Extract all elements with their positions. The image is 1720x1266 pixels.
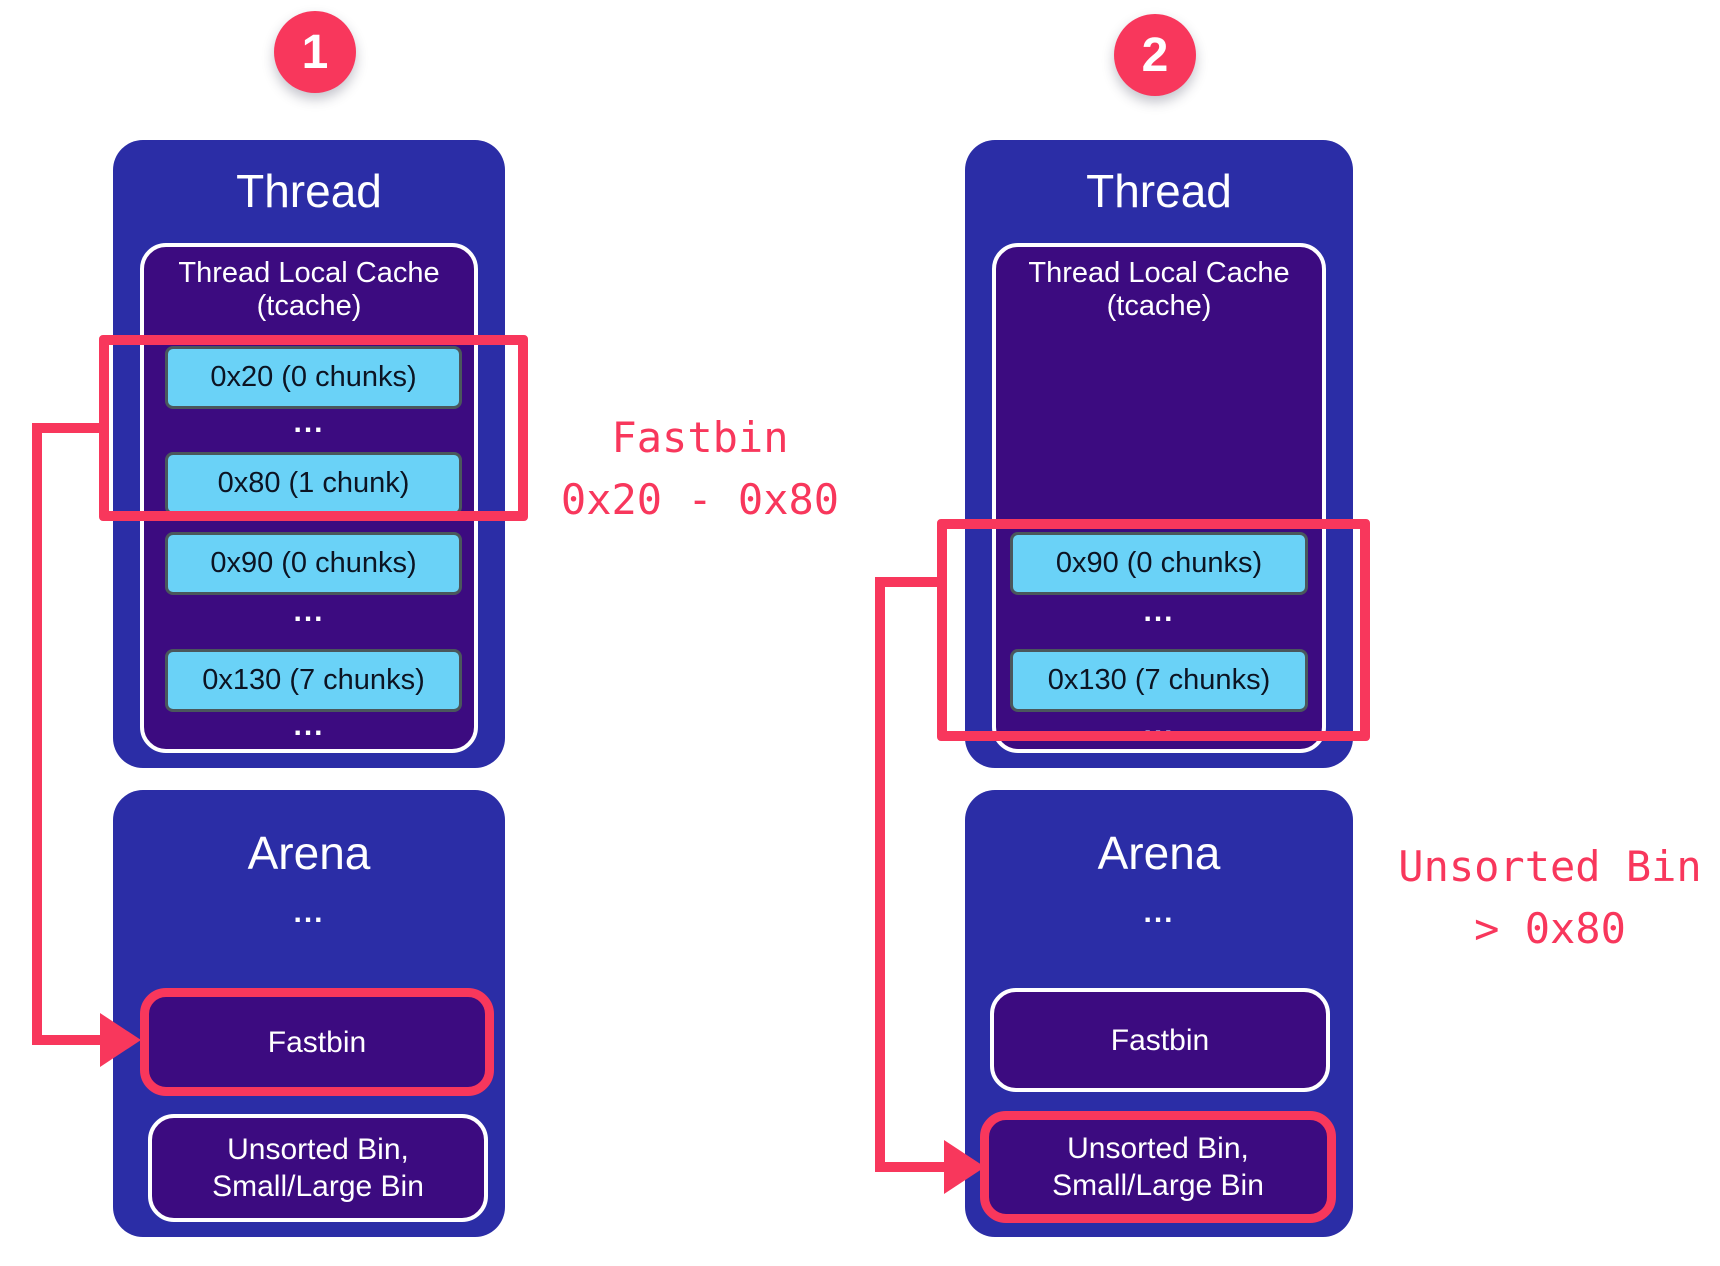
tcache-bin-0x130: 0x130 (7 chunks)	[165, 649, 462, 712]
fastbin-range-highlight	[99, 335, 528, 521]
arrow-line	[875, 577, 941, 587]
tcache-title-2: Thread Local Cache (tcache)	[996, 257, 1322, 323]
tcache-ellipsis: ...	[293, 595, 325, 628]
fastbin-slot-1-highlighted: Fastbin	[140, 988, 494, 1096]
annotation-line1: Fastbin	[611, 413, 789, 462]
fastbin-label: Fastbin	[267, 1025, 367, 1059]
unsorted-bin-slot-1: Unsorted Bin, Small/Large Bin	[148, 1114, 488, 1222]
arena-box-1: Arena ... Fastbin Unsorted Bin, Small/La…	[113, 790, 505, 1237]
arena-ellipsis: ...	[293, 896, 325, 929]
step-badge-1: 1	[274, 11, 356, 93]
unsorted-label-line1: Unsorted Bin,	[1067, 1132, 1249, 1165]
arena-title-1: Arena	[247, 827, 371, 879]
fastbin-slot-2: Fastbin	[990, 988, 1330, 1092]
tcache-ellipsis: ...	[293, 709, 325, 742]
unsorted-bin-slot-2-highlighted: Unsorted Bin, Small/Large Bin	[980, 1111, 1336, 1223]
tcache-title-1: Thread Local Cache (tcache)	[144, 257, 474, 323]
arena-title-2: Arena	[1097, 827, 1221, 879]
step-badge-2: 2	[1114, 14, 1196, 96]
tcache-box-2: Thread Local Cache (tcache) 0x90 (0 chun…	[992, 243, 1326, 753]
unsorted-range-highlight	[937, 519, 1370, 741]
tcache-box-1: Thread Local Cache (tcache) 0x20 (0 chun…	[140, 243, 478, 753]
unsorted-label-line2: Small/Large Bin	[1052, 1169, 1264, 1202]
unsorted-label-line2: Small/Large Bin	[212, 1170, 424, 1203]
annotation-line2: 0x20 - 0x80	[560, 475, 840, 524]
arrow-head-icon	[944, 1140, 985, 1194]
tcache-bin-0x20: 0x20 (0 chunks)	[165, 346, 462, 409]
thread-box-2: Thread Thread Local Cache (tcache) 0x90 …	[965, 140, 1353, 768]
arrow-head-icon	[100, 1013, 141, 1067]
arena-box-2: Arena ... Fastbin Unsorted Bin, Small/La…	[965, 790, 1353, 1237]
tcache-title-line2: (tcache)	[256, 290, 362, 322]
arrow-line	[875, 577, 885, 1172]
tcache-bin-0x90: 0x90 (0 chunks)	[1010, 532, 1308, 595]
arrow-line	[32, 1035, 102, 1045]
fastbin-annotation: Fastbin 0x20 - 0x80	[505, 407, 895, 531]
tcache-ellipsis: ...	[293, 406, 325, 439]
arena-ellipsis: ...	[1143, 896, 1175, 929]
tcache-title-line1: Thread Local Cache	[178, 257, 440, 289]
tcache-bin-0x130: 0x130 (7 chunks)	[1010, 649, 1308, 712]
arrow-line	[875, 1162, 947, 1172]
tcache-bin-0x90: 0x90 (0 chunks)	[165, 532, 462, 595]
thread-title-2: Thread	[1086, 165, 1232, 217]
tcache-title-line2: (tcache)	[1106, 290, 1212, 322]
unsorted-label-line1: Unsorted Bin,	[227, 1133, 409, 1166]
annotation-line2: > 0x80	[1474, 904, 1626, 953]
thread-box-1: Thread Thread Local Cache (tcache) 0x20 …	[113, 140, 505, 768]
thread-title-1: Thread	[236, 165, 382, 217]
arrow-line	[32, 423, 102, 433]
unsorted-bin-annotation: Unsorted Bin > 0x80	[1360, 836, 1720, 960]
annotation-line1: Unsorted Bin	[1398, 842, 1702, 891]
tcache-title-line1: Thread Local Cache	[1028, 257, 1290, 289]
arrow-line	[32, 423, 42, 1045]
tcache-ellipsis: ...	[1143, 595, 1175, 628]
fastbin-label: Fastbin	[1110, 1023, 1210, 1057]
